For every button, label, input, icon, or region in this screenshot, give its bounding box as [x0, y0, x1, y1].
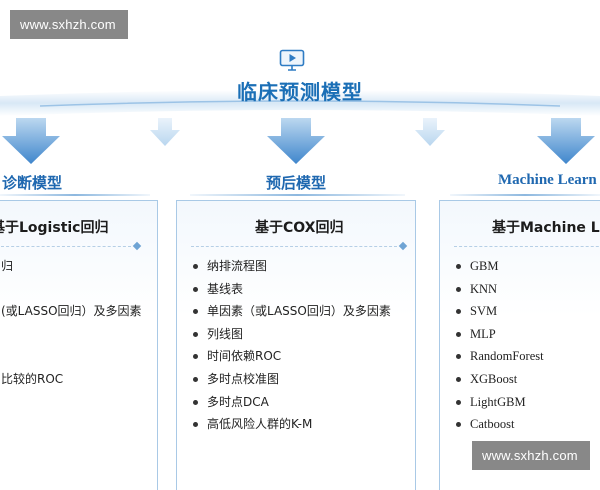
- list-item-label: Catboost: [470, 417, 515, 432]
- list-item-label: 列线图: [207, 326, 244, 341]
- list-item: KNN: [456, 278, 544, 301]
- monitor-play-icon: [279, 49, 305, 71]
- bullet-icon: [193, 264, 198, 269]
- list-item-label: MLP: [470, 326, 496, 341]
- list-item: 纳排流程图: [193, 255, 391, 278]
- list-item-label: 单因素（或LASSO回归）及多因素: [207, 304, 391, 319]
- column-divider: [190, 194, 405, 196]
- list-item-label: 多时点DCA: [207, 394, 269, 409]
- dashed-divider: [454, 246, 600, 247]
- bullet-icon: [456, 399, 461, 405]
- list-item: MLP: [456, 323, 544, 346]
- list-item-label: 归: [1, 259, 14, 273]
- list-item-label: LightGBM: [470, 394, 526, 409]
- bullet-icon: [193, 354, 198, 360]
- divider-diamond: [398, 241, 408, 251]
- card-title: 基于COX回归: [255, 220, 344, 236]
- list-item-label: (或LASSO回归）及多因素: [1, 304, 142, 319]
- list-item-label: GBM: [470, 259, 499, 273]
- list-item: (或LASSO回归）及多因素: [0, 300, 142, 323]
- down-arrow-icon: [2, 118, 60, 164]
- list-item: [0, 323, 142, 346]
- bullet-icon: [456, 376, 461, 382]
- list-item: GBM: [456, 255, 544, 278]
- list-item-label: 多时点校准图: [207, 371, 280, 386]
- bullet-icon: [456, 422, 461, 428]
- list-item-label: 时间依赖ROC: [207, 349, 282, 364]
- watermark: www.sxhzh.com: [10, 10, 128, 39]
- bullet-icon: [193, 422, 198, 428]
- list-item: 单因素（或LASSO回归）及多因素: [193, 300, 391, 323]
- list-item: RandomForest: [456, 345, 544, 368]
- list-item-label: SVM: [470, 304, 498, 319]
- list-item: 归: [0, 255, 142, 278]
- list-item: [0, 278, 142, 301]
- page-title: 临床预测模型: [237, 80, 363, 104]
- column-title-ml: Machine Learn: [498, 172, 597, 188]
- list-item: XGBoost: [456, 368, 544, 391]
- column-title-prognostic: 预后模型: [266, 174, 327, 192]
- list-item: LightGBM: [456, 391, 544, 414]
- list-item: 列线图: [193, 323, 391, 346]
- list-item-label: RandomForest: [470, 349, 544, 364]
- divider-diamond: [132, 241, 142, 251]
- list-item-label: 纳排流程图: [207, 259, 268, 273]
- list-item-label: KNN: [470, 281, 498, 296]
- down-arrow-icon: [267, 118, 325, 164]
- down-arrow-icon: [415, 118, 445, 146]
- bullet-icon: [456, 286, 461, 292]
- item-list: 纳排流程图基线表单因素（或LASSO回归）及多因素列线图时间依赖ROC 多时点校准…: [193, 255, 391, 436]
- column-divider: [0, 194, 150, 196]
- list-item-label: 基线表: [207, 281, 244, 296]
- down-arrow-icon: [537, 118, 595, 164]
- list-item: Catboost: [456, 413, 544, 436]
- bullet-icon: [193, 331, 198, 337]
- list-item: 多时点DCA: [193, 391, 391, 414]
- list-item: 多时点校准图: [193, 368, 391, 391]
- list-item-label: XGBoost: [470, 371, 518, 386]
- dashed-divider: [191, 246, 397, 247]
- down-arrow-icon: [150, 118, 180, 146]
- bullet-icon: [456, 264, 461, 269]
- list-item: 基线表: [193, 278, 391, 301]
- item-list: 归 (或LASSO回归）及多因素比较的ROC: [0, 255, 142, 391]
- bullet-icon: [193, 399, 198, 405]
- bullet-icon: [456, 309, 461, 315]
- list-item: 时间依赖ROC: [193, 345, 391, 368]
- list-item-label: 比较的ROC: [1, 371, 64, 386]
- list-item: 比较的ROC: [0, 368, 142, 391]
- card-title: 基于Machine Lear: [492, 220, 600, 236]
- list-item: 高低风险人群的K-M: [193, 413, 391, 436]
- watermark: www.sxhzh.com: [472, 441, 590, 470]
- column-title-diagnostic: 诊断模型: [2, 174, 63, 192]
- bullet-icon: [193, 309, 198, 315]
- dashed-divider: [1, 246, 131, 247]
- card-diagnostic: 基于Logistic回归 归 (或LASSO回归）及多因素比较的ROC: [0, 200, 158, 490]
- column-divider: [450, 194, 600, 196]
- bullet-icon: [193, 376, 198, 382]
- list-item-label: 高低风险人群的K-M: [207, 417, 313, 432]
- card-title: 基于Logistic回归: [0, 220, 109, 236]
- list-item: SVM: [456, 300, 544, 323]
- card-prognostic: 基于COX回归 纳排流程图基线表单因素（或LASSO回归）及多因素列线图时间依赖…: [176, 200, 416, 490]
- bullet-icon: [456, 331, 461, 337]
- bullet-icon: [193, 286, 198, 292]
- bullet-icon: [456, 354, 461, 360]
- list-item: [0, 345, 142, 368]
